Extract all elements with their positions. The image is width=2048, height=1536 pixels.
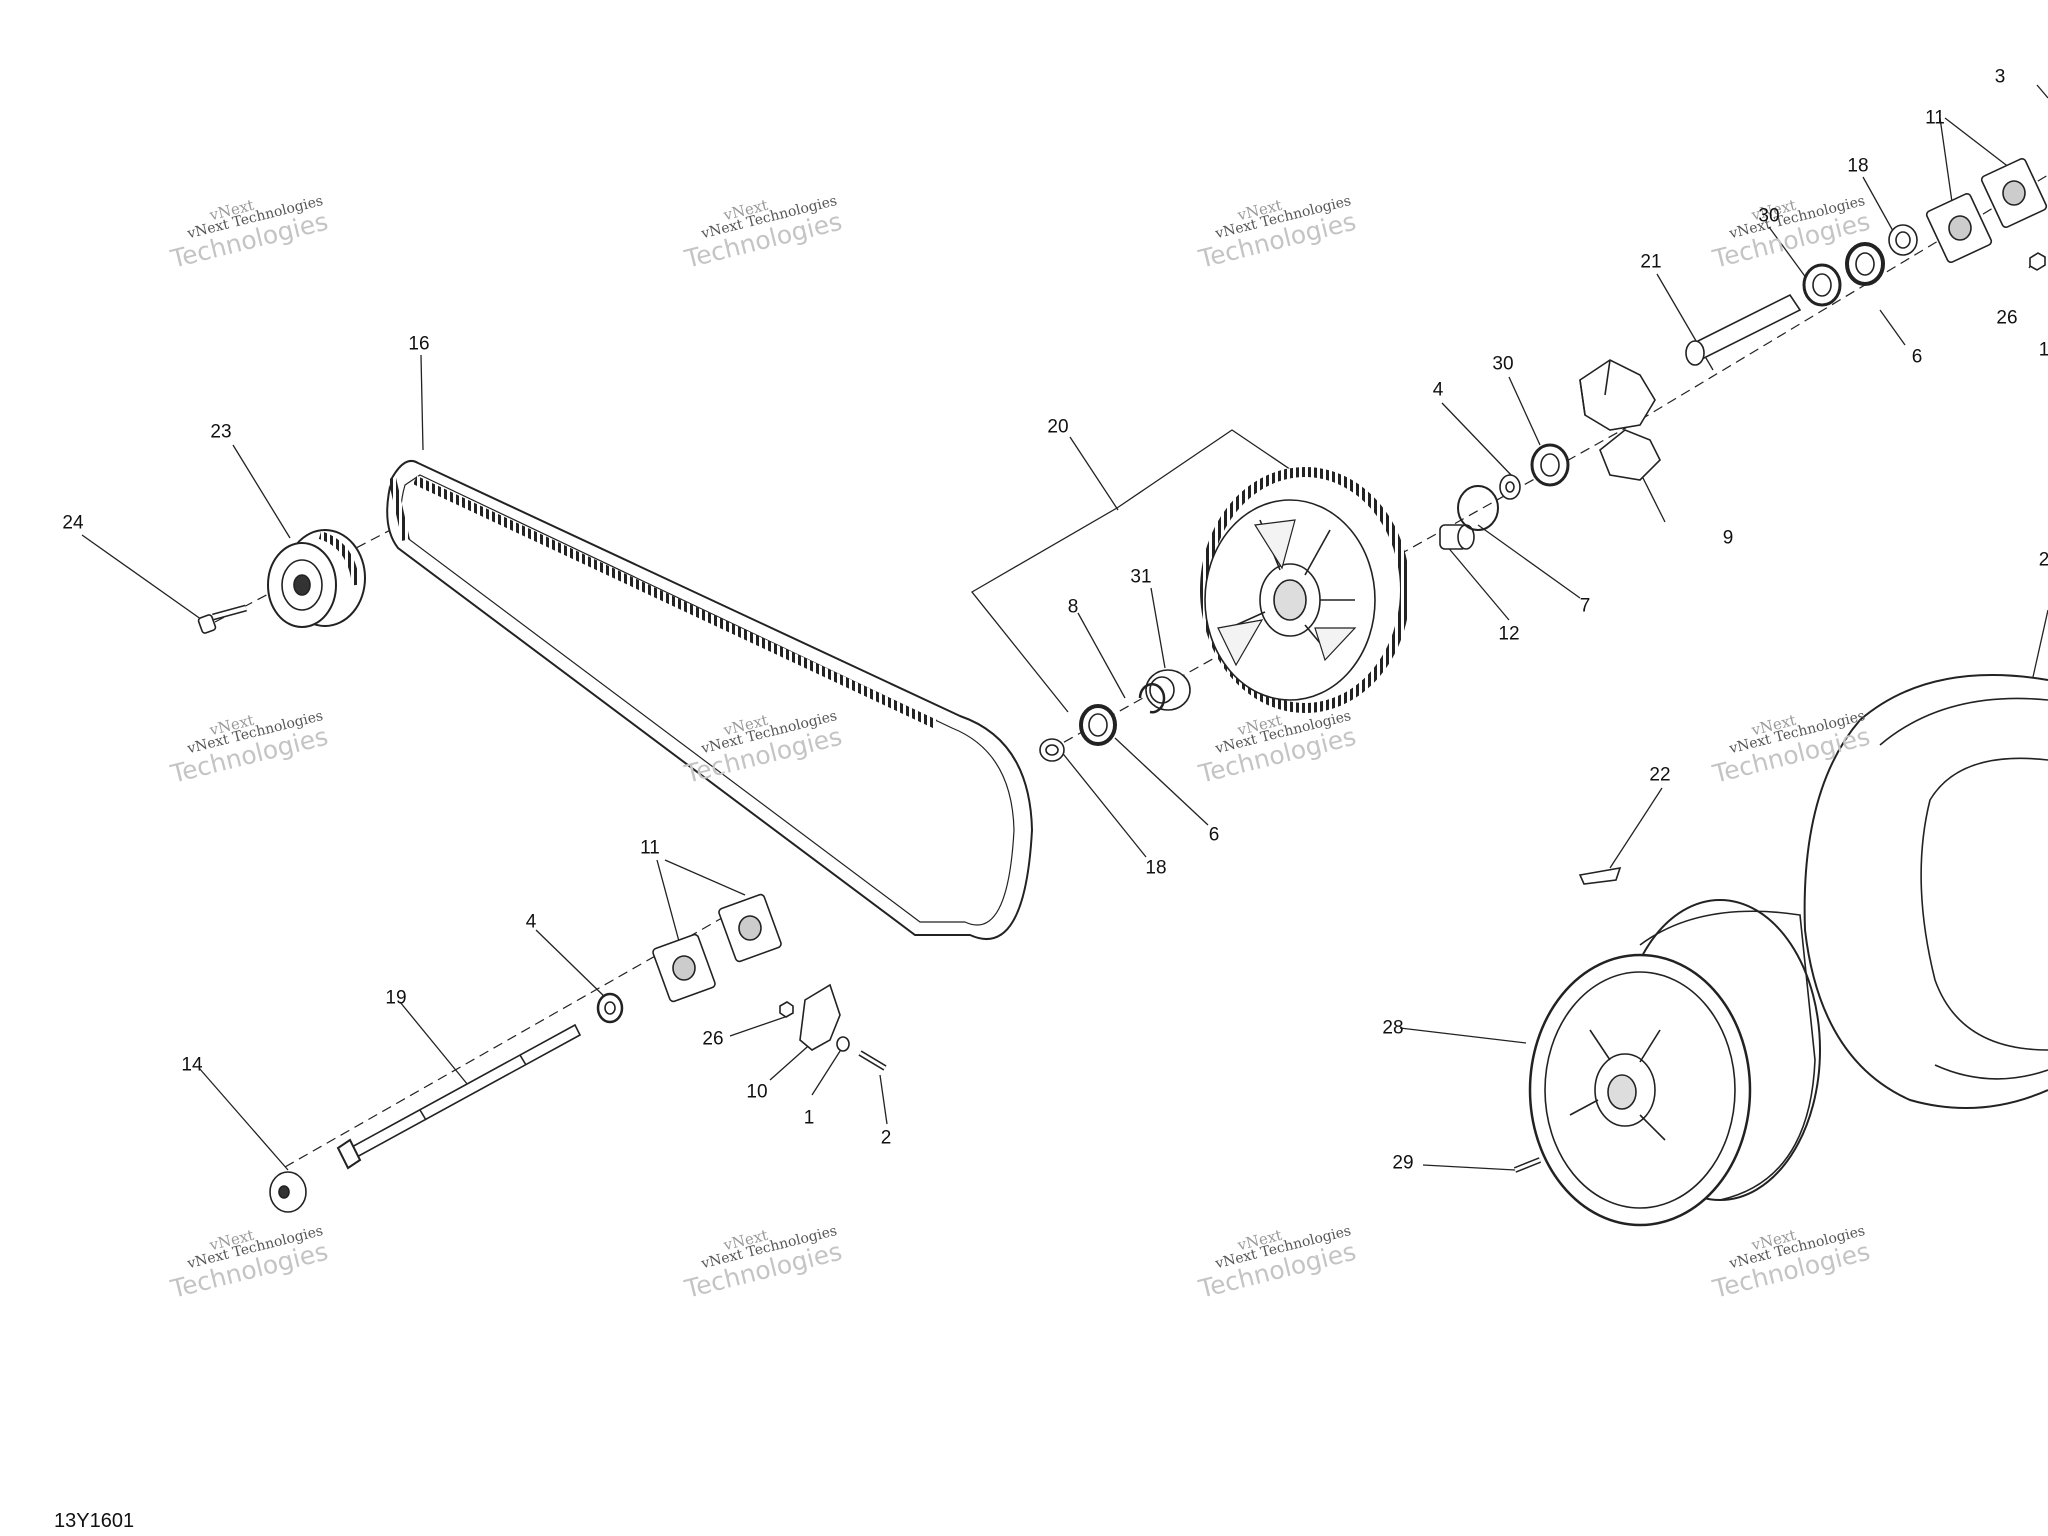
callout-26: 26 bbox=[1996, 307, 2018, 329]
nut-14 bbox=[269, 1171, 307, 1213]
callout-4: 4 bbox=[1432, 379, 1444, 401]
callout-24: 24 bbox=[62, 512, 84, 534]
callout-26: 26 bbox=[702, 1028, 724, 1050]
callout-29: 29 bbox=[1392, 1152, 1414, 1174]
bushing-12 bbox=[1439, 524, 1475, 550]
washer-4-top bbox=[1499, 474, 1521, 500]
callout-4: 4 bbox=[525, 911, 537, 933]
axle-19 bbox=[336, 1023, 582, 1170]
callout-30: 30 bbox=[1758, 205, 1780, 227]
diagram-code: 13Y1601 bbox=[54, 1510, 135, 1532]
adjuster-10 bbox=[799, 983, 841, 1051]
callout-21: 21 bbox=[1640, 251, 1662, 273]
bearing-30-top bbox=[1802, 263, 1842, 307]
bolt-29 bbox=[1513, 1157, 1542, 1173]
bearing-30 bbox=[1530, 443, 1570, 487]
callout-7: 7 bbox=[1579, 595, 1591, 617]
bearing-6-top bbox=[1845, 242, 1885, 286]
callout-6: 6 bbox=[1208, 824, 1220, 846]
callout-28: 28 bbox=[1382, 1017, 1404, 1039]
callout-9: 9 bbox=[1722, 527, 1734, 549]
damper-9 bbox=[1579, 359, 1661, 481]
nut-26-bottom bbox=[779, 1001, 794, 1018]
idler-pulley bbox=[267, 529, 366, 628]
callout-2-edge: 2 bbox=[2038, 549, 2048, 571]
callout-22: 22 bbox=[1649, 764, 1671, 786]
valve-22 bbox=[1578, 866, 1622, 885]
callout-31: 31 bbox=[1130, 566, 1152, 588]
circlip-8 bbox=[1138, 682, 1166, 714]
callout-20: 20 bbox=[1047, 416, 1069, 438]
callout-16: 16 bbox=[408, 333, 430, 355]
callout-18: 18 bbox=[1145, 857, 1167, 879]
leader-lines bbox=[81, 84, 2048, 1171]
bracket-20-left bbox=[971, 507, 1118, 713]
spacer-18 bbox=[1039, 738, 1065, 762]
callout-1: 1 bbox=[803, 1107, 815, 1129]
callout-11: 11 bbox=[640, 837, 660, 859]
wheel-rim bbox=[1528, 899, 1821, 1227]
drive-sprocket bbox=[1200, 467, 1410, 713]
bearing-block-11-bottom bbox=[652, 893, 782, 1003]
bolt-24 bbox=[197, 604, 247, 634]
callout-23: 23 bbox=[210, 421, 232, 443]
callout-1-edge: 1 bbox=[2038, 339, 2048, 361]
tire bbox=[1803, 674, 2048, 1109]
callout-18: 18 bbox=[1847, 155, 1869, 177]
drive-belt bbox=[386, 459, 1034, 941]
callout-30: 30 bbox=[1492, 353, 1514, 375]
washer-4-bottom bbox=[596, 992, 624, 1024]
bearing-31 bbox=[1145, 669, 1191, 711]
callout-8: 8 bbox=[1067, 596, 1079, 618]
o-ring-7 bbox=[1457, 485, 1499, 531]
bearing-6 bbox=[1079, 704, 1117, 746]
callout-10: 10 bbox=[746, 1081, 768, 1103]
callout-2: 2 bbox=[880, 1127, 892, 1149]
washer-1 bbox=[836, 1036, 850, 1052]
shaft-21 bbox=[1685, 293, 1802, 366]
callout-19: 19 bbox=[385, 987, 407, 1009]
callout-12: 12 bbox=[1498, 623, 1520, 645]
spacer-18-top bbox=[1888, 224, 1918, 256]
callout-11: 11 bbox=[1925, 107, 1945, 129]
callout-6: 6 bbox=[1911, 346, 1923, 368]
bearing-block-11-top bbox=[1925, 157, 2048, 264]
callout-14: 14 bbox=[181, 1054, 203, 1076]
nut-26-top bbox=[2029, 252, 2046, 271]
bolt-2 bbox=[858, 1050, 887, 1071]
callout-3: 3 bbox=[1994, 66, 2006, 88]
